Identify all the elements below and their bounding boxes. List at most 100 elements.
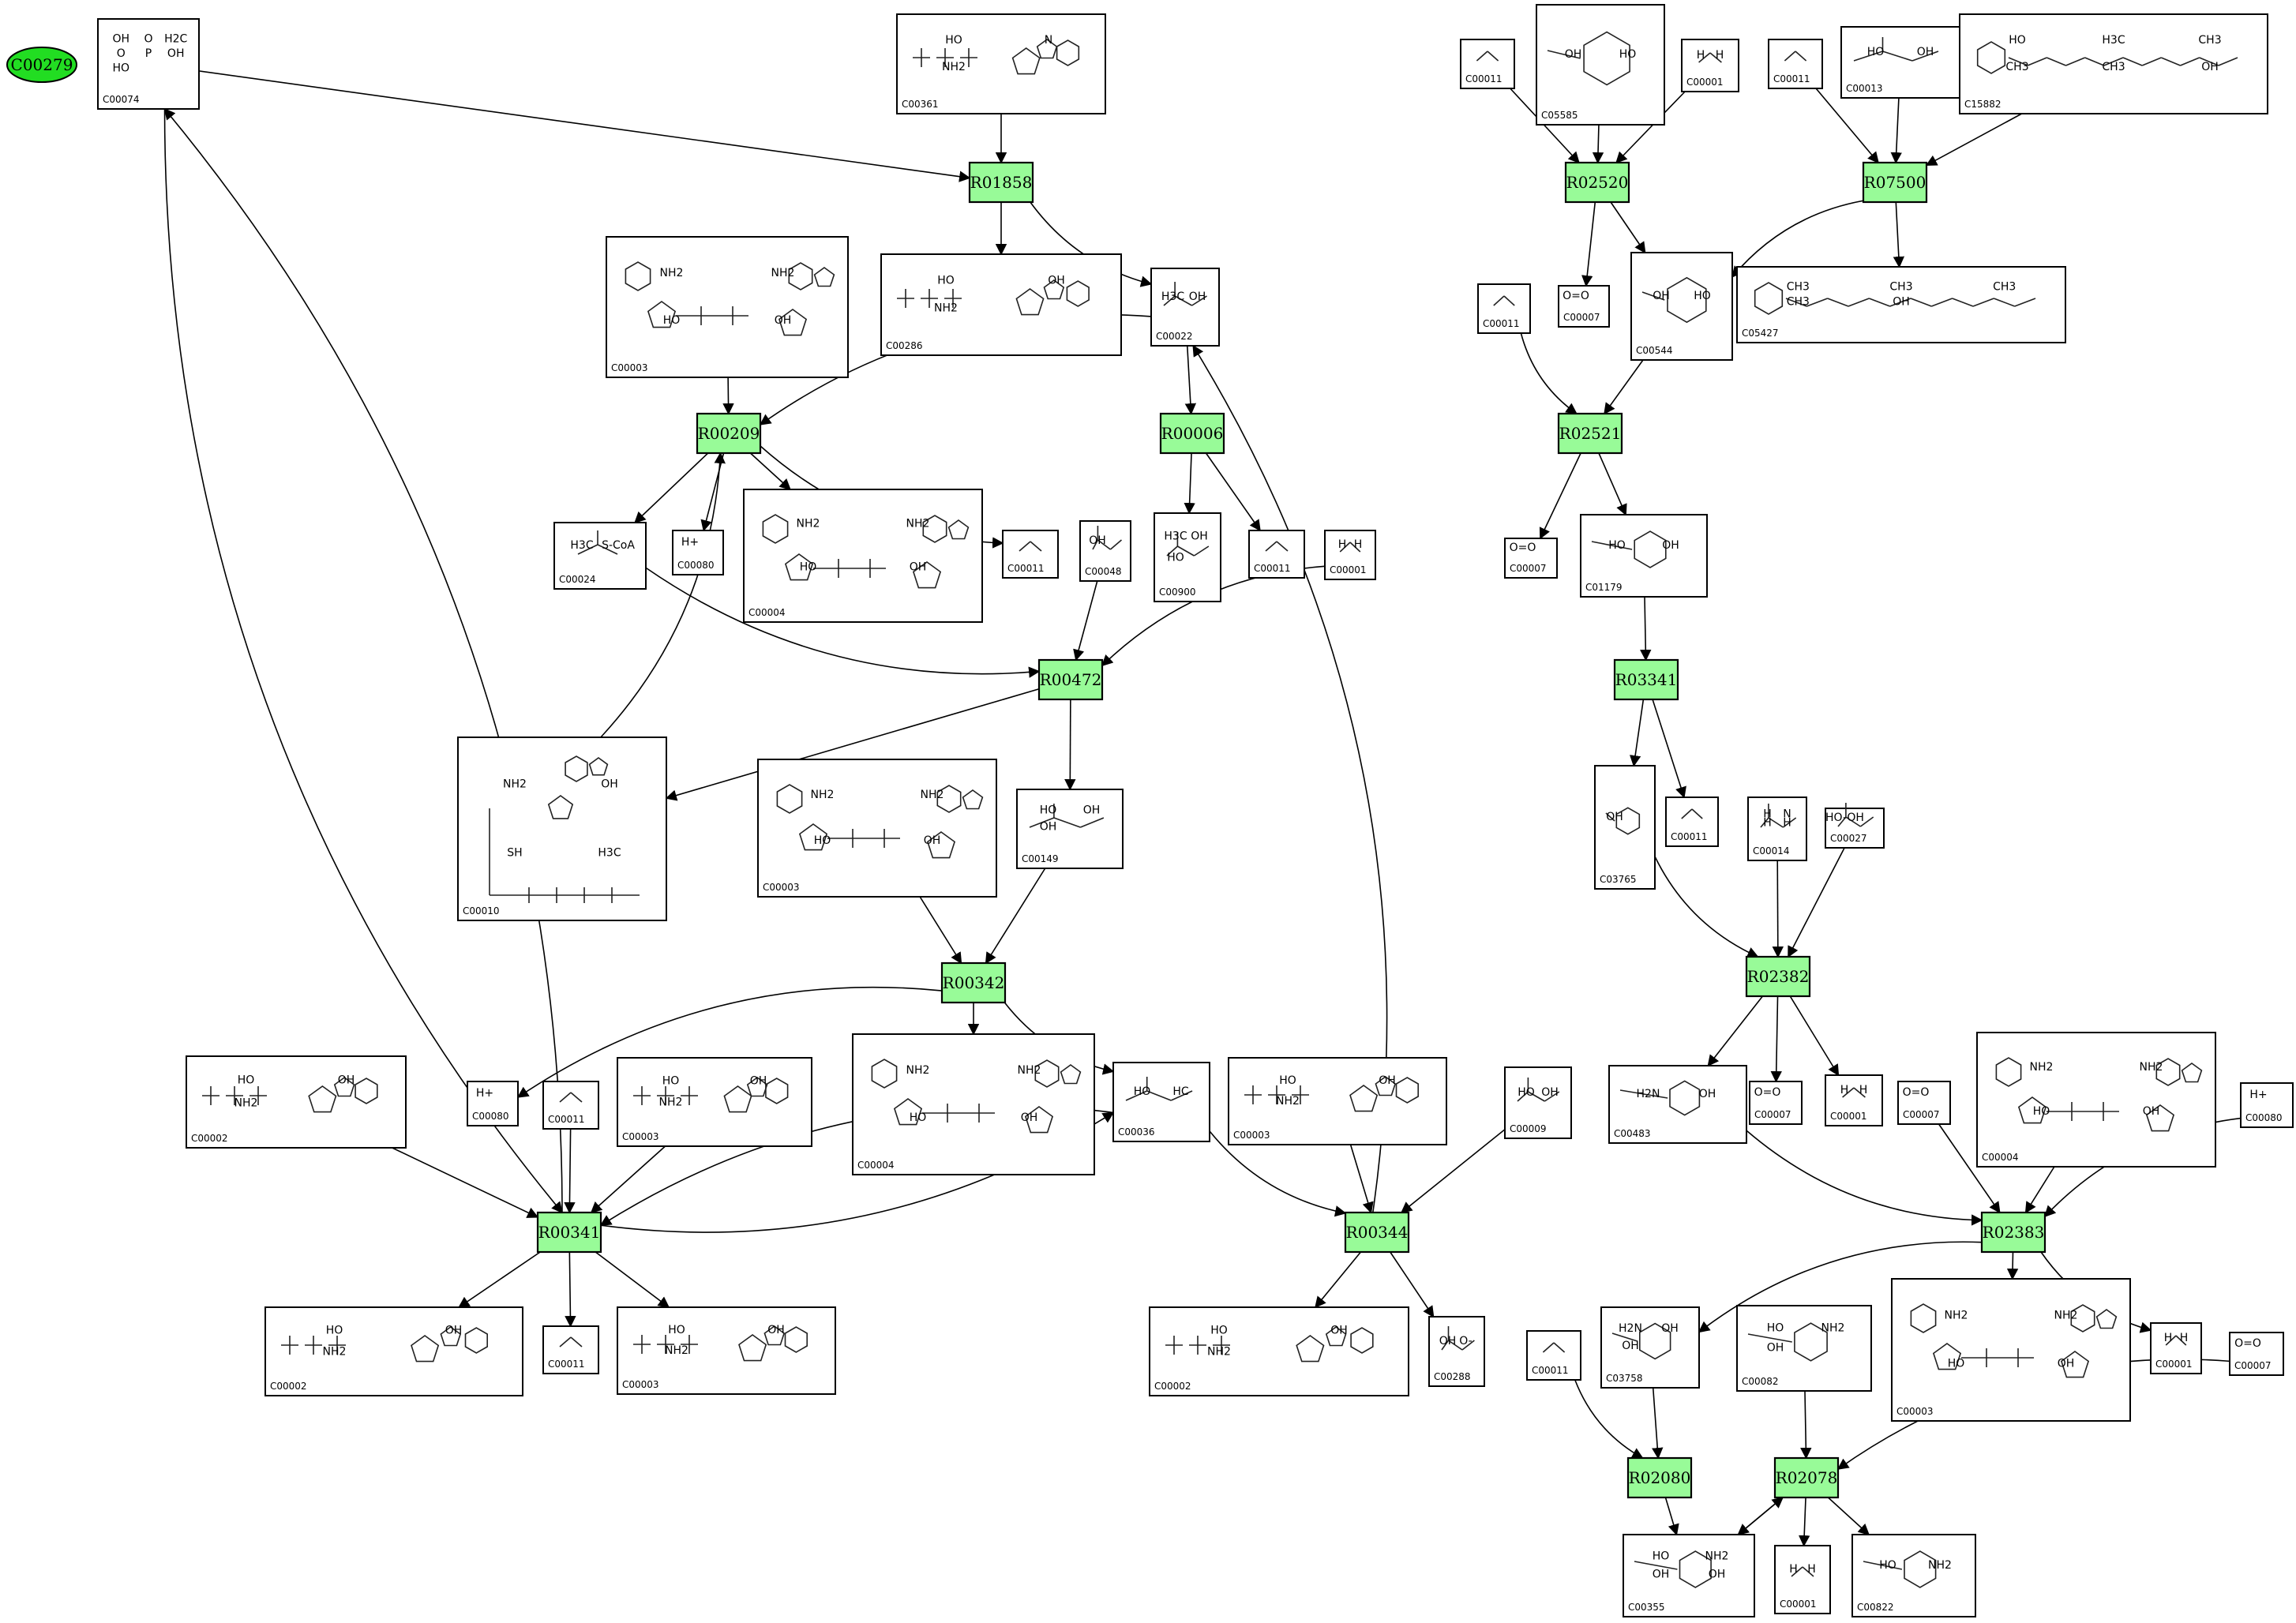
compound-box[interactable] — [606, 236, 849, 378]
compound-box[interactable] — [1665, 797, 1719, 847]
compound-box[interactable] — [1774, 1545, 1831, 1614]
compound-box[interactable] — [1002, 530, 1059, 579]
reaction-node[interactable]: R02520 — [1564, 161, 1630, 204]
reaction-box[interactable] — [1037, 658, 1104, 701]
reaction-box[interactable] — [940, 961, 1007, 1004]
compound-box[interactable] — [1594, 765, 1656, 890]
compound-box[interactable] — [757, 759, 997, 898]
reaction-box[interactable] — [1557, 412, 1623, 455]
compound-box[interactable] — [553, 522, 647, 590]
compound-node[interactable]: C00011 — [1665, 797, 1719, 847]
compound-box[interactable] — [1768, 39, 1823, 89]
compound-box[interactable] — [1851, 1534, 1976, 1617]
reaction-box[interactable] — [1773, 1456, 1840, 1499]
compound-box[interactable] — [542, 1081, 599, 1130]
reaction-node[interactable]: R02521 — [1557, 412, 1623, 455]
reaction-node[interactable]: R00342 — [940, 961, 1007, 1004]
compound-node[interactable]: C00011 — [1460, 39, 1515, 89]
compound-box[interactable] — [1608, 1065, 1747, 1144]
compound-node[interactable]: C00011 — [1248, 530, 1305, 579]
reaction-node[interactable]: R02080 — [1626, 1456, 1693, 1499]
compound-node[interactable]: C00011 — [1526, 1330, 1581, 1381]
compound-box[interactable] — [97, 18, 200, 110]
compound-box[interactable] — [1248, 530, 1305, 579]
compound-box[interactable] — [617, 1306, 836, 1395]
compound-box[interactable] — [467, 1081, 519, 1126]
reaction-node[interactable]: R00344 — [1344, 1211, 1410, 1254]
reaction-box[interactable] — [1980, 1211, 2047, 1254]
compound-box[interactable] — [1460, 39, 1515, 89]
reaction-node[interactable]: R02382 — [1745, 955, 1811, 998]
reaction-node[interactable]: R07500 — [1862, 161, 1928, 204]
compound-box[interactable] — [1504, 538, 1558, 579]
reaction-node[interactable]: R03341 — [1613, 658, 1679, 701]
compound-box[interactable] — [1150, 268, 1220, 347]
compound-box[interactable] — [2229, 1332, 2284, 1376]
compound-node[interactable]: H+C00080 — [2240, 1082, 2294, 1128]
reaction-node[interactable]: R01858 — [968, 161, 1034, 204]
reaction-box[interactable] — [1564, 161, 1630, 204]
compound-box[interactable] — [1112, 1062, 1210, 1142]
reaction-node[interactable]: R00341 — [536, 1211, 602, 1254]
compound-box[interactable] — [2150, 1322, 2202, 1374]
compound-node[interactable]: H+C00080 — [672, 530, 724, 575]
reaction-node[interactable]: R00472 — [1037, 658, 1104, 701]
reaction-node[interactable]: R00006 — [1159, 412, 1225, 455]
compound-box[interactable] — [1504, 1066, 1572, 1139]
compound-box[interactable] — [1016, 789, 1124, 869]
compound-box[interactable] — [1897, 1081, 1951, 1125]
reaction-box[interactable] — [1613, 658, 1679, 701]
compound-box[interactable] — [1428, 1316, 1485, 1387]
reaction-box[interactable] — [1862, 161, 1928, 204]
compound-box[interactable] — [457, 737, 667, 921]
compound-box[interactable] — [1477, 283, 1531, 334]
reaction-box[interactable] — [1745, 955, 1811, 998]
compound-node[interactable]: H+C00080 — [467, 1081, 519, 1126]
compound-box[interactable] — [1747, 797, 1807, 861]
reaction-box[interactable] — [536, 1211, 602, 1254]
compound-box[interactable] — [1825, 808, 1885, 849]
reaction-box[interactable] — [1626, 1456, 1693, 1499]
reaction-node[interactable]: R00209 — [696, 412, 762, 455]
compound-box[interactable] — [1825, 1074, 1883, 1126]
compound-box[interactable] — [852, 1033, 1095, 1175]
reaction-box[interactable] — [1159, 412, 1225, 455]
compound-box[interactable] — [1526, 1330, 1581, 1381]
compound-box[interactable] — [743, 489, 983, 623]
compound-box[interactable] — [1891, 1278, 2131, 1422]
compound-box[interactable] — [2240, 1082, 2294, 1128]
compound-box[interactable] — [1536, 4, 1665, 126]
reaction-node[interactable]: R02383 — [1980, 1211, 2047, 1254]
compound-box[interactable] — [1749, 1081, 1803, 1125]
